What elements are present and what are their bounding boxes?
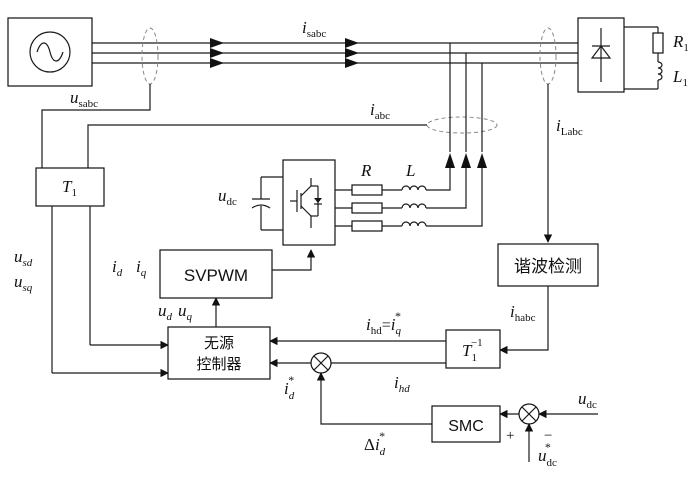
t1-block: [35, 167, 105, 207]
label-i-habc: ihabc: [510, 302, 536, 324]
label-i-abc: iabc: [370, 100, 390, 122]
label-minus: −: [544, 428, 552, 444]
label-u-sd: usd: [14, 247, 33, 269]
harmonic-detection-block: 谐波检测: [497, 243, 599, 287]
three-phase-bus: [92, 38, 578, 68]
label-u-d: ud: [158, 301, 173, 323]
svpwm-label: SVPWM: [184, 266, 248, 285]
label-i-hd: ihd: [394, 373, 410, 395]
label-r1: R1: [672, 32, 689, 54]
harmonic-detection-label: 谐波检测: [514, 257, 582, 277]
nonlinear-load: [577, 17, 664, 93]
load-inductor: [657, 61, 663, 81]
label-u-dc-feedback: udc: [578, 389, 597, 411]
smc-label: SMC: [448, 418, 484, 435]
load-resistor: [652, 32, 664, 54]
label-t1: T1: [62, 177, 77, 199]
label-i-sabc: isabc: [302, 18, 326, 40]
inverter: [282, 159, 336, 246]
label-filter-r: R: [360, 161, 372, 180]
svpwm-block: SVPWM: [159, 249, 273, 299]
label-u-dc-star: udc*: [538, 440, 557, 469]
controller-label-line1: 无源: [204, 334, 234, 352]
label-u-sabc: usabc: [70, 88, 98, 110]
passive-controller-block: 无源 控制器: [167, 326, 271, 380]
label-i-d: id: [112, 257, 123, 279]
ac-source-icon: [29, 31, 71, 73]
label-t1-inverse: T1−1: [462, 337, 483, 364]
grid-voltage-sensor: [141, 27, 159, 85]
label-l1: L1: [672, 67, 688, 89]
t1-inverse-block: [445, 329, 501, 369]
label-u-dc: udc: [218, 186, 237, 208]
label-i-labc: iLabc: [556, 116, 583, 138]
dc-capacitor: [251, 176, 283, 231]
output-filter: [335, 160, 483, 232]
compensation-current-sensor: [426, 116, 498, 134]
controller-label-line2: 控制器: [196, 355, 241, 373]
label-i-d-star: id*: [284, 373, 295, 402]
label-u-q: uq: [178, 301, 193, 323]
label-delta-i-d-star: Δid*: [364, 429, 386, 458]
injection-lines: [445, 43, 487, 168]
load-current-sensor: [539, 27, 557, 85]
smc-block: SMC: [431, 405, 501, 443]
label-filter-l: L: [405, 161, 415, 180]
grid-source: [7, 17, 93, 87]
label-plus: +: [506, 428, 514, 444]
label-i-hd-equals-i-q-star: ihd=iq*: [366, 309, 402, 337]
label-u-sq: usq: [14, 272, 33, 294]
label-i-q: iq: [136, 257, 147, 279]
